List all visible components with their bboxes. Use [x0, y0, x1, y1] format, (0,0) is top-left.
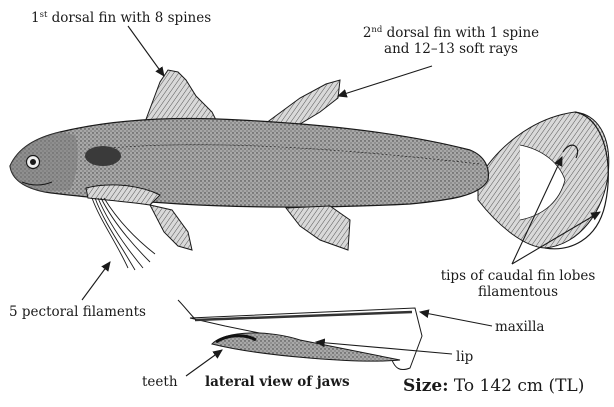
- label-maxilla: maxilla: [495, 319, 544, 335]
- size-caption: Size: To 142 cm (TL): [403, 376, 584, 396]
- jaws-inset: [178, 300, 422, 370]
- dark-patch: [85, 146, 121, 166]
- arrow-pectoral: [82, 262, 110, 300]
- pelvic-fin: [150, 205, 192, 250]
- fish-body: [10, 119, 488, 208]
- label-first-dorsal-fin: 1st dorsal fin with 8 spines: [31, 7, 211, 26]
- label-caudal-fin-lobes: tips of caudal fin lobes filamentous: [423, 268, 613, 300]
- size-value: To 142 cm (TL): [448, 376, 584, 396]
- anal-fin: [286, 206, 350, 250]
- pectoral-filaments: [92, 198, 155, 270]
- size-label: Size:: [403, 376, 448, 396]
- arrow-teeth: [186, 350, 222, 376]
- label-second-dorsal-fin: 2nd dorsal fin with 1 spine and 12–13 so…: [356, 22, 546, 57]
- caption-lateral-view-jaws: lateral view of jaws: [205, 374, 350, 390]
- arrow-dorsal1: [128, 26, 164, 76]
- arrow-maxilla: [420, 312, 492, 326]
- label-teeth: teeth: [142, 374, 178, 390]
- first-dorsal-fin: [145, 70, 218, 124]
- arrow-dorsal2: [338, 66, 432, 96]
- label-pectoral-filaments: 5 pectoral filaments: [9, 304, 146, 320]
- label-lip: lip: [456, 349, 473, 365]
